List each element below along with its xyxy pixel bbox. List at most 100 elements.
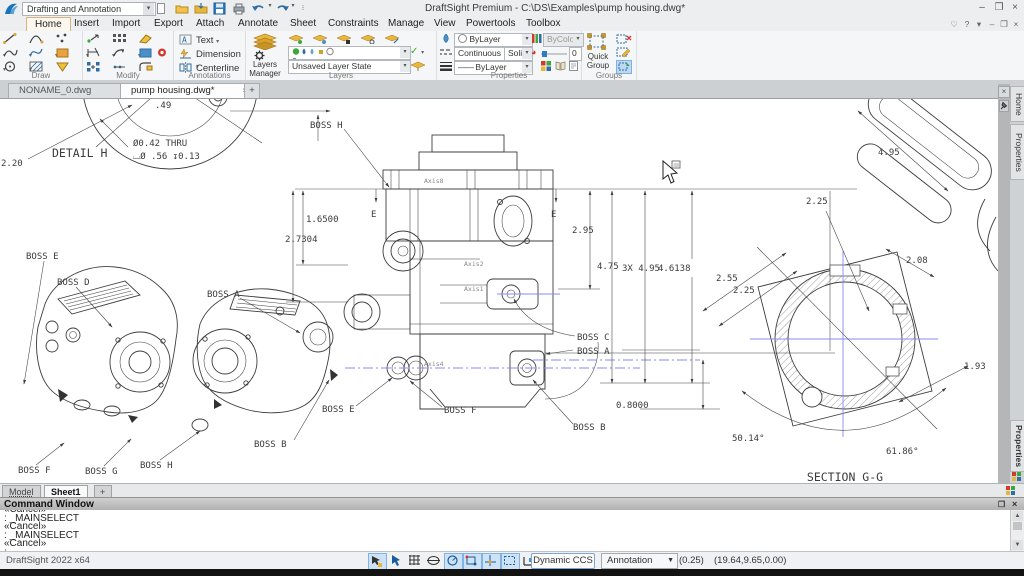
freeze-layer-tool[interactable] xyxy=(336,33,352,45)
layer-apply-check[interactable]: ✓ ▾ xyxy=(410,46,425,57)
lock-layer-tool[interactable] xyxy=(360,33,376,45)
pattern-tool[interactable]: ▾ xyxy=(112,33,136,59)
tab-toolbox[interactable]: Toolbox xyxy=(526,18,561,29)
open-file-button[interactable] xyxy=(175,2,190,15)
selection-window-toggle[interactable] xyxy=(501,553,520,570)
help-icon[interactable]: ? xyxy=(964,19,970,29)
feedback-heart-icon[interactable]: ♡ xyxy=(950,19,958,29)
power-trim-tool[interactable] xyxy=(155,47,179,60)
tab-export[interactable]: Export xyxy=(154,18,183,29)
dimension-tool[interactable]: Dimension ▾ xyxy=(196,49,241,70)
edit-group-tool[interactable] xyxy=(616,46,631,58)
layer-preview-tool[interactable] xyxy=(384,33,400,45)
layers-manager-button[interactable] xyxy=(252,33,278,50)
redo-button[interactable] xyxy=(274,2,289,15)
text-tool[interactable]: Text ▾ xyxy=(196,35,220,46)
close-button[interactable]: × xyxy=(1012,2,1018,13)
trim-tool[interactable] xyxy=(86,47,110,60)
snap-toggle[interactable] xyxy=(368,553,387,570)
drawing-vscrollbar[interactable]: × xyxy=(998,84,1010,483)
line-tool[interactable]: ▾ xyxy=(3,33,27,59)
lineweight-style-select[interactable]: Solid ▾ xyxy=(504,47,533,61)
new-doc-tab-button[interactable]: + xyxy=(244,83,260,98)
print-button[interactable] xyxy=(232,2,247,15)
redo-menu-arrow[interactable]: ▾ xyxy=(291,3,295,9)
minimize-button[interactable]: – xyxy=(979,2,985,13)
hide-layer-tool[interactable] xyxy=(288,33,304,45)
doc-minimize-button[interactable]: – xyxy=(989,19,995,29)
arc-tool[interactable]: ▾ xyxy=(29,33,53,59)
command-prompt[interactable]: : xyxy=(0,547,1010,551)
polyline-tool[interactable]: ▾ xyxy=(3,47,27,73)
panel-close-button[interactable]: × xyxy=(998,86,1010,98)
panel-tab-properties-bottom[interactable]: Properties xyxy=(1010,420,1024,472)
polygon-tool[interactable] xyxy=(55,61,79,74)
panel-tab-properties[interactable]: Properties xyxy=(1010,124,1024,180)
etrack-toggle[interactable] xyxy=(482,553,501,570)
tab-insert[interactable]: Insert xyxy=(74,18,100,29)
mirror-tool[interactable] xyxy=(112,47,136,60)
float-panel-icon[interactable]: ❐ xyxy=(998,500,1006,509)
new-file-button[interactable] xyxy=(156,2,171,15)
qat-customize-icon[interactable]: ⁝ xyxy=(301,5,305,12)
pin-icon[interactable] xyxy=(999,100,1009,112)
undo-button[interactable] xyxy=(251,2,266,15)
linecolor-select[interactable]: ByLayer ▾ xyxy=(454,33,533,47)
import-button[interactable] xyxy=(194,2,209,15)
spline-tool[interactable]: ▾ xyxy=(29,47,53,73)
tab-powertools[interactable]: Powertools xyxy=(466,18,516,29)
undo-menu-arrow[interactable]: ▾ xyxy=(268,3,272,9)
tab-sheet[interactable]: Sheet xyxy=(290,18,317,29)
tab-manage[interactable]: Manage xyxy=(388,18,425,29)
ungroup-tool[interactable] xyxy=(616,33,632,45)
scroll-up-icon[interactable]: ▲ xyxy=(1012,511,1023,521)
group-on-off-tool[interactable] xyxy=(616,60,632,74)
page-icon[interactable] xyxy=(569,61,578,71)
drawing-canvas[interactable]: .g{stroke:#3d3d3d;stroke-width:0.9;fill:… xyxy=(0,98,998,484)
layer-select[interactable]: 0 ▾ xyxy=(288,46,411,60)
esnap-toggle[interactable] xyxy=(463,553,482,570)
help-menu-arrow[interactable]: ▾ xyxy=(976,19,982,29)
grid-toggle[interactable] xyxy=(406,553,425,570)
region-tool[interactable] xyxy=(138,47,162,60)
lineweight-icon[interactable] xyxy=(440,61,452,71)
ortho-toggle[interactable] xyxy=(425,553,444,570)
command-window-header[interactable]: Command Window ❐ × xyxy=(0,497,1024,510)
tab-import[interactable]: Import xyxy=(112,18,141,29)
scroll-down-icon[interactable]: ▼ xyxy=(1012,540,1023,550)
tab-constraints[interactable]: Constraints xyxy=(328,18,379,29)
annotation-scale-select[interactable]: Annotation ▼ xyxy=(601,553,678,569)
workspace-selector[interactable]: Drafting and Annotation ▾ xyxy=(22,2,156,16)
transparency-slider[interactable] xyxy=(541,51,567,57)
layer-state-tool[interactable] xyxy=(410,60,426,72)
command-window[interactable]: «Cancel» : _MAINSELECT «Cancel» : _MAINS… xyxy=(0,510,1010,551)
scroll-thumb[interactable] xyxy=(1013,522,1022,530)
doc-close-button[interactable]: × xyxy=(1013,19,1019,29)
quick-group-button[interactable] xyxy=(587,33,607,51)
transparency-value-box[interactable]: 0 xyxy=(569,47,582,61)
color-grid-icon[interactable] xyxy=(541,61,551,71)
polar-toggle[interactable] xyxy=(444,553,463,570)
rectangle-tool[interactable] xyxy=(55,47,79,60)
pointer-toggle[interactable] xyxy=(387,553,406,570)
doc-tab-pump-housing[interactable]: pump housing.dwg* × xyxy=(120,83,252,98)
book-icon[interactable] xyxy=(555,61,566,71)
tab-attach[interactable]: Attach xyxy=(196,18,225,29)
move-tool[interactable]: ▾ xyxy=(86,33,110,59)
delete-tool[interactable]: ▾ xyxy=(138,33,162,59)
tab-home[interactable]: Home xyxy=(26,17,71,31)
doc-restore-button[interactable]: ❐ xyxy=(1000,19,1008,29)
centerline-tool[interactable]: Centerline xyxy=(196,63,240,74)
linestyle-icon[interactable] xyxy=(440,48,452,57)
restore-button[interactable]: ❐ xyxy=(994,2,1004,13)
save-button[interactable] xyxy=(213,2,228,15)
close-icon[interactable]: × xyxy=(1012,499,1018,509)
tab-view[interactable]: View xyxy=(434,18,456,29)
point-tool[interactable]: ▾ xyxy=(55,33,79,59)
panel-tab-home[interactable]: Home xyxy=(1010,86,1024,122)
isolate-layer-tool[interactable] xyxy=(312,33,328,45)
color-picker-icon[interactable] xyxy=(440,33,452,44)
dynamic-ccs-button[interactable]: Dynamic CCS xyxy=(531,553,595,569)
doc-tab-noname[interactable]: NONAME_0.dwg × xyxy=(8,83,130,98)
tab-annotate[interactable]: Annotate xyxy=(238,18,279,29)
